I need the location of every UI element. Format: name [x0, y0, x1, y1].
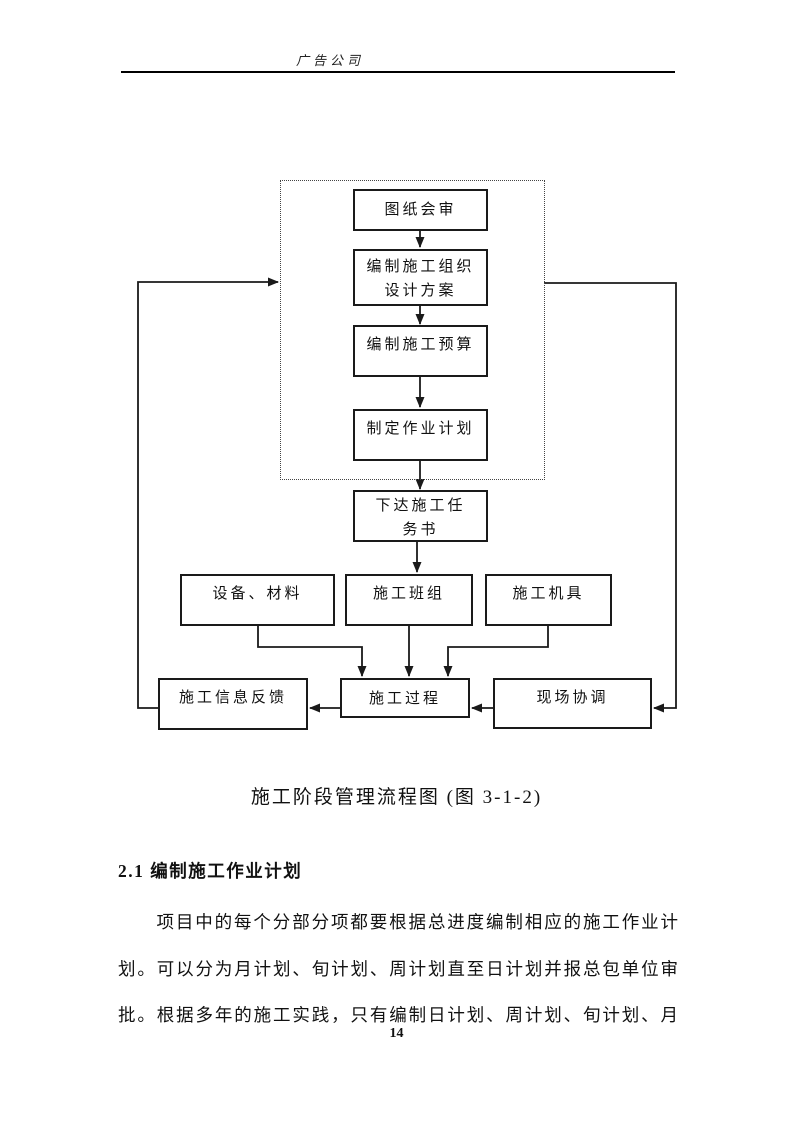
page-number: 14: [389, 1026, 404, 1041]
figure-caption: 施工阶段管理流程图 (图 3-1-2): [250, 787, 543, 808]
section-heading: 2.1 编制施工作业计划: [118, 861, 303, 881]
box-label-line1: 下达施工任: [375, 498, 466, 514]
flowchart-box-org-design: 编制施工组织 设计方案: [353, 249, 488, 306]
box-label-line1: 编制施工组织: [366, 259, 475, 275]
box-label: 编制施工预算: [366, 337, 475, 353]
flowchart-box-task-order: 下达施工任 务书: [353, 490, 488, 542]
planning-group-dotted-border: [280, 180, 545, 480]
flowchart-box-work-plan: 制定作业计划: [353, 409, 488, 461]
page-header-company: 广告公司: [295, 53, 364, 68]
flowchart-box-machinery: 施工机具: [485, 574, 612, 626]
box-label: 制定作业计划: [366, 421, 475, 437]
header-rule: [121, 71, 675, 73]
box-label: 现场协调: [536, 690, 609, 706]
flowchart-box-site-coordination: 现场协调: [493, 678, 652, 729]
body-paragraph: 项目中的每个分部分项都要根据总进度编制相应的施工作业计 划。可以分为月计划、旬计…: [118, 899, 678, 1039]
box-label-line2: 设计方案: [384, 283, 457, 299]
flowchart-box-info-feedback: 施工信息反馈: [158, 678, 308, 730]
box-label: 图纸会审: [384, 202, 457, 218]
flowchart-box-drawing-review: 图纸会审: [353, 189, 488, 231]
loop-plangroup-to-coordination: [544, 282, 677, 713]
arrow-equipment-to-process: [257, 626, 367, 677]
box-label: 施工班组: [372, 586, 445, 602]
paragraph-line: 批。根据多年的施工实践，只有编制日计划、周计划、旬计划、月: [118, 1005, 678, 1025]
flowchart-box-budget: 编制施工预算: [353, 325, 488, 377]
flowchart-box-construction-process: 施工过程: [340, 678, 470, 718]
box-label: 施工机具: [512, 586, 585, 602]
paragraph-line: 划。可以分为月计划、旬计划、周计划直至日计划并报总包单位审: [118, 958, 678, 979]
loop-feedback-to-plangroup: [137, 277, 279, 709]
paragraph-line: 项目中的每个分部分项都要根据总进度编制相应的施工作业计: [156, 912, 679, 932]
box-label: 设备、材料: [212, 586, 303, 602]
box-label: 施工信息反馈: [178, 690, 287, 706]
flowchart-box-equipment-materials: 设备、材料: [180, 574, 335, 626]
box-label: 施工过程: [368, 691, 441, 707]
arrow-machinery-to-process: [443, 626, 549, 677]
flowchart-box-construction-team: 施工班组: [345, 574, 473, 626]
box-label-line2: 务书: [402, 522, 439, 538]
